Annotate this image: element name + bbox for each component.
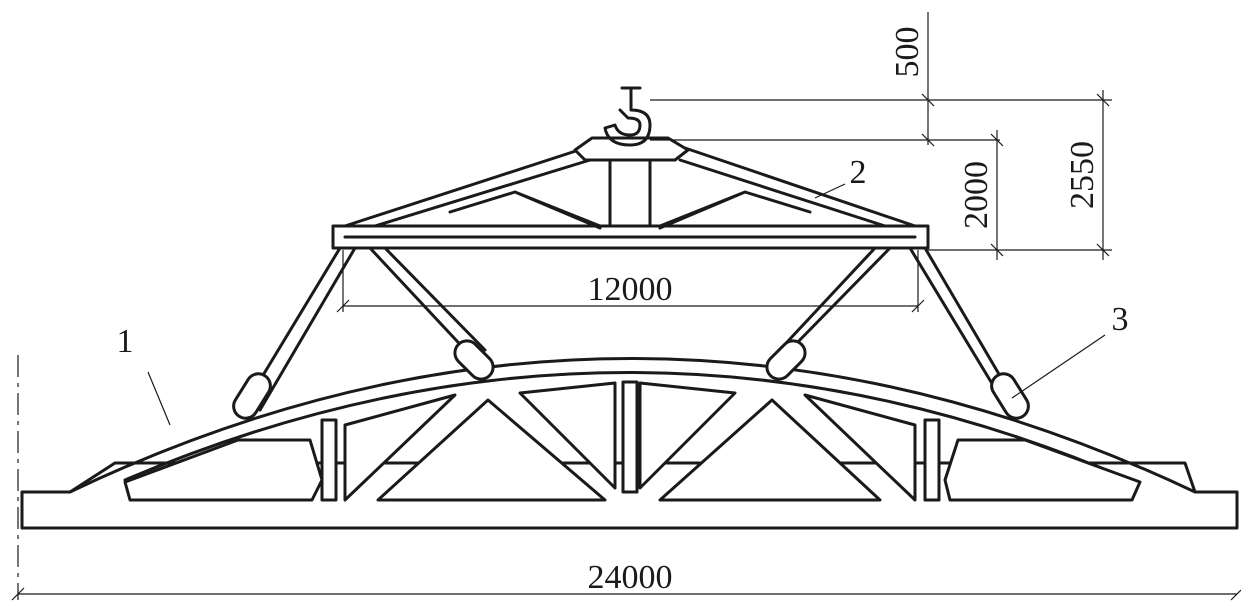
dimension-labels: 500 2000 2550 12000 24000 [588,27,1102,597]
truss-panel [123,438,324,502]
spreader-web [658,190,812,230]
spreader-truss [331,136,930,250]
dimension-lines [11,12,1241,601]
spreader-web [448,190,602,230]
truss-vertical [923,418,941,502]
hook-icon [603,86,652,147]
sling-eye [232,372,272,420]
dim-spreader-span: 12000 [588,271,673,308]
callout-spreader: 2 [850,154,867,191]
dim-spreader-height: 2000 [958,161,995,229]
truss-panel [658,398,882,502]
truss-panel [518,381,617,490]
slings [232,246,1030,420]
spreader-rafter [343,146,592,228]
leader-line [1011,334,1106,399]
spreader-rafter [678,146,917,228]
truss-panel [943,438,1142,502]
truss-panel [376,398,607,502]
leader-line [147,371,171,426]
sling [773,246,892,357]
callout-truss: 1 [117,323,134,360]
crane-hook [603,86,652,147]
sling-eye [990,372,1030,420]
spreader-apex-plate [573,136,690,162]
truss-top-chord-inner [123,371,1132,482]
truss-vertical [320,418,338,502]
spreader-post [608,158,652,228]
truss-top-chord [68,357,1197,494]
dim-hook-gap: 500 [889,27,926,78]
callout-sling: 3 [1112,301,1129,338]
truss-panel [638,381,737,490]
leader-line [814,183,846,199]
truss-panel [343,393,457,502]
sling [368,246,487,357]
sling-eye [765,339,807,381]
sling-eye [453,339,495,381]
truss-panel [803,393,917,502]
callout-labels: 1 2 3 [117,154,1129,360]
dim-total-height: 2550 [1064,141,1101,209]
roof-truss [20,357,1239,530]
dim-truss-span: 24000 [588,559,673,596]
truss-vertical [621,380,639,494]
